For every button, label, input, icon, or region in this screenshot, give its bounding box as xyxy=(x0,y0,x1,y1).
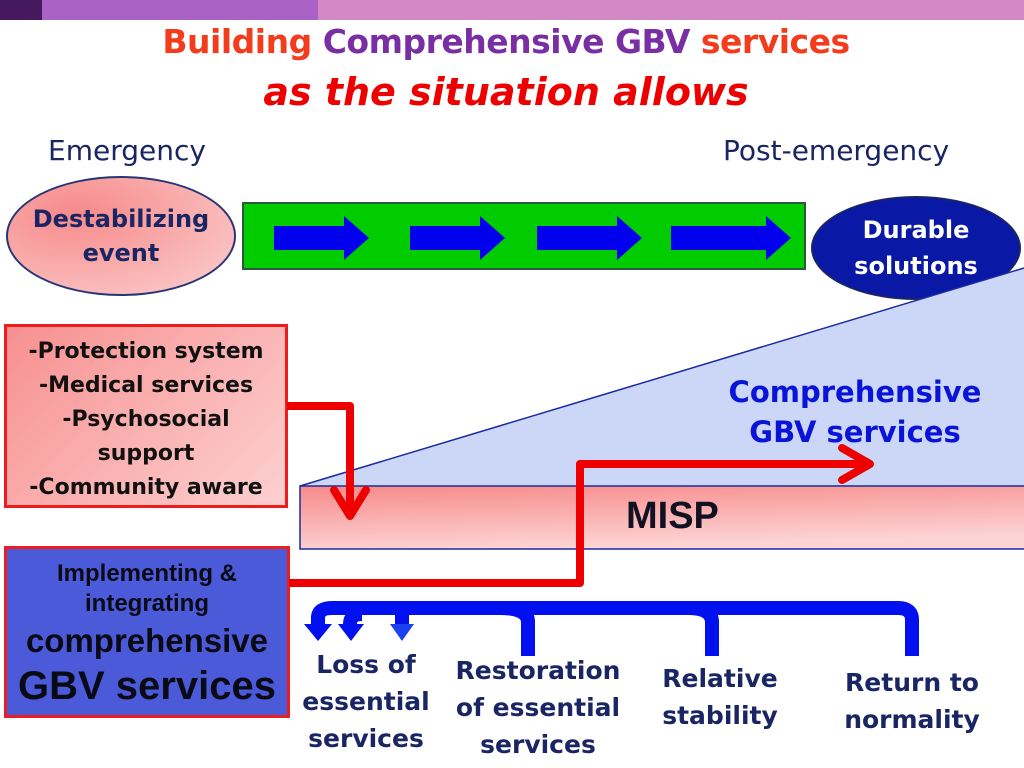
header-bar-segment-mid xyxy=(42,0,318,20)
title-word-building: Building xyxy=(162,22,312,61)
stage-relative-stability: Relative stability xyxy=(650,660,790,734)
durable-solutions-line-2: solutions xyxy=(854,252,978,280)
down-arrow-icon xyxy=(338,624,364,641)
down-arrow-icon xyxy=(390,624,414,641)
stage-label-line: Loss of xyxy=(316,650,416,679)
red-connector-down-arrow xyxy=(287,402,354,512)
stage-restoration-of-services: Restoration of essential services xyxy=(448,652,628,763)
destabilizing-event-line-1: Destabilizing xyxy=(32,205,210,233)
durable-solutions-line-1: Durable xyxy=(862,216,970,244)
right-arrow-icon xyxy=(274,216,369,260)
misp-band xyxy=(299,485,1024,550)
stage-return-to-normality: Return to normality xyxy=(832,664,992,738)
service-item: support xyxy=(97,441,195,466)
right-arrow-icon xyxy=(410,216,505,260)
red-connector-right-arrow xyxy=(289,460,866,587)
header-color-bar xyxy=(0,0,1024,20)
destabilizing-event-line-2: event xyxy=(82,239,160,267)
phase-label-post-emergency: Post-emergency xyxy=(723,134,950,167)
slide-subtitle: as the situation allows xyxy=(263,70,749,114)
title-word-comprehensive-gbv: Comprehensive GBV xyxy=(322,22,691,61)
header-bar-segment-light xyxy=(318,0,1024,20)
wedge-edge-line xyxy=(299,267,1024,487)
service-item: -Medical services xyxy=(38,373,254,398)
implementing-line-1: Implementing & xyxy=(56,560,237,587)
red-arrowhead-right-icon xyxy=(838,444,874,484)
implementing-line-4: GBV services xyxy=(18,664,276,708)
stage-label-line: services xyxy=(480,730,596,759)
stage-label-line: services xyxy=(308,724,424,753)
stage-label-line: normality xyxy=(844,705,980,734)
service-item: -Psychosocial xyxy=(62,407,230,432)
title-word-services: services xyxy=(700,22,850,61)
essential-services-box: -Protection system -Medical services -Ps… xyxy=(4,324,288,508)
misp-label: MISP xyxy=(626,495,719,537)
service-item: -Protection system xyxy=(28,339,264,364)
comprehensive-label-line-2: GBV services xyxy=(749,415,961,449)
comprehensive-label-line-1: Comprehensive xyxy=(728,375,982,409)
stage-label-line: of essential xyxy=(455,693,621,722)
down-arrow-icon xyxy=(304,624,332,641)
stage-loss-of-services: Loss of essential services xyxy=(296,646,436,757)
durable-solutions-node: Durable solutions xyxy=(811,196,1021,300)
right-arrow-icon xyxy=(671,216,791,260)
red-arrowhead-down-icon xyxy=(330,486,370,520)
implementing-line-3: comprehensive xyxy=(25,622,269,659)
destabilizing-event-node: Destabilizing event xyxy=(6,176,236,296)
stage-label-line: stability xyxy=(662,701,778,730)
stage-label-line: essential xyxy=(302,687,430,716)
service-item: -Community aware xyxy=(29,475,263,500)
implementing-line-2: integrating xyxy=(85,590,209,617)
stage-label-line: Restoration xyxy=(455,656,621,685)
phase-label-emergency: Emergency xyxy=(48,134,206,167)
header-bar-segment-dark xyxy=(0,0,42,20)
timeline-bracket xyxy=(311,601,919,656)
comprehensive-gbv-label: Comprehensive GBV services xyxy=(700,372,1010,452)
right-arrow-icon xyxy=(537,216,642,260)
slide-title: Building Comprehensive GBV services xyxy=(0,22,1012,61)
progress-timeline-bar xyxy=(242,202,806,270)
implementing-box: Implementing & integrating comprehensive… xyxy=(4,546,290,718)
stage-label-line: Relative xyxy=(662,664,778,693)
stage-label-line: Return to xyxy=(845,668,979,697)
